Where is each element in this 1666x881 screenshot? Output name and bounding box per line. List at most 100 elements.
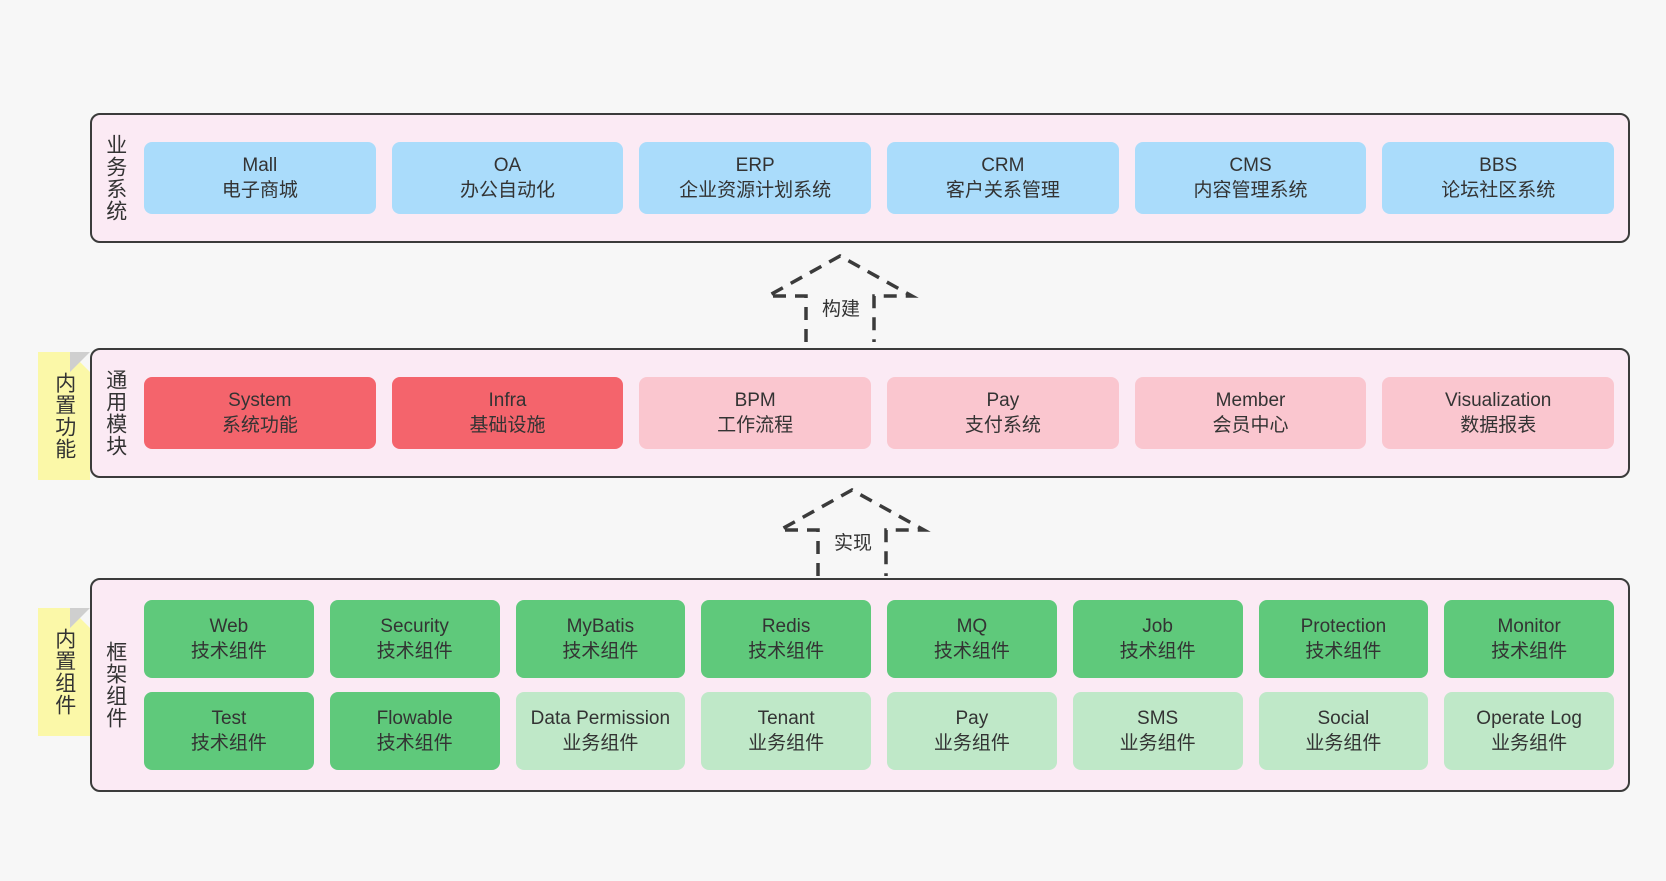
card-mall[interactable]: Mall 电子商城 (144, 142, 376, 214)
card-web[interactable]: Web 技术组件 (144, 600, 314, 678)
card-title: ERP (735, 154, 775, 176)
card-cms[interactable]: CMS 内容管理系统 (1134, 142, 1367, 214)
layer-label-business: 业务系统 (103, 134, 127, 222)
sticky-note-builtin-function: 内置功能 (38, 352, 90, 480)
card-system[interactable]: System 系统功能 (144, 377, 376, 449)
card-title: Job (1142, 615, 1173, 637)
card-subtitle: 业务组件 (933, 733, 1010, 754)
arrow-build-label: 构建 (822, 299, 861, 320)
arrow-build: 构建 (750, 248, 930, 358)
card-subtitle: 技术组件 (376, 641, 453, 662)
card-subtitle: 业务组件 (1491, 733, 1568, 754)
card-subtitle: 业务组件 (1119, 733, 1196, 754)
card-title: Visualization (1445, 389, 1552, 411)
card-social[interactable]: Social 业务组件 (1258, 692, 1429, 770)
card-subtitle: 电子商城 (221, 180, 298, 201)
layer-body-framework: Web 技术组件 Security 技术组件 MyBatis 技术组件 Redi… (138, 580, 1628, 790)
card-title: BPM (734, 389, 776, 411)
card-subtitle: 技术组件 (1119, 641, 1196, 662)
card-title: CRM (981, 154, 1025, 176)
card-title: Member (1215, 389, 1286, 411)
card-subtitle: 系统功能 (221, 415, 298, 436)
card-erp[interactable]: ERP 企业资源计划系统 (639, 142, 872, 214)
card-title: MQ (956, 615, 988, 637)
card-title: Protection (1300, 615, 1387, 637)
card-title: Data Permission (530, 707, 671, 729)
card-subtitle: 支付系统 (964, 415, 1041, 436)
arrow-implement: 实现 (762, 482, 942, 592)
card-pay-component[interactable]: Pay 业务组件 (887, 692, 1057, 770)
card-mybatis[interactable]: MyBatis 技术组件 (515, 600, 686, 678)
sticky-note-label: 内置功能 (52, 372, 76, 460)
card-row: Web 技术组件 Security 技术组件 MyBatis 技术组件 Redi… (144, 600, 1614, 678)
sticky-note-builtin-component: 内置组件 (38, 608, 90, 736)
card-oa[interactable]: OA 办公自动化 (391, 142, 624, 214)
card-bbs[interactable]: BBS 论坛社区系统 (1382, 142, 1615, 214)
card-subtitle: 论坛社区系统 (1441, 180, 1556, 201)
card-subtitle: 业务组件 (748, 733, 825, 754)
card-mq[interactable]: MQ 技术组件 (887, 600, 1057, 678)
layer-business-systems: 业务系统 Mall 电子商城 OA 办公自动化 ERP 企业资源计划系统 CRM… (90, 113, 1630, 243)
layer-framework-components: 框架组件 Web 技术组件 Security 技术组件 MyBatis 技术组件… (90, 578, 1630, 792)
card-title: Pay (986, 389, 1020, 411)
layer-label-common: 通用模块 (103, 369, 127, 457)
card-title: Tenant (757, 707, 815, 729)
card-title: SMS (1137, 707, 1179, 729)
card-title: OA (493, 154, 522, 176)
card-pay[interactable]: Pay 支付系统 (887, 377, 1119, 449)
card-title: Test (211, 707, 247, 729)
layer-body-business: Mall 电子商城 OA 办公自动化 ERP 企业资源计划系统 CRM 客户关系… (138, 115, 1628, 241)
card-subtitle: 技术组件 (190, 641, 267, 662)
card-visualization[interactable]: Visualization 数据报表 (1382, 377, 1615, 449)
card-subtitle: 会员中心 (1212, 415, 1289, 436)
card-operate-log[interactable]: Operate Log 业务组件 (1444, 692, 1614, 770)
card-subtitle: 内容管理系统 (1193, 180, 1308, 201)
card-title: Operate Log (1476, 707, 1582, 729)
card-tenant[interactable]: Tenant 业务组件 (701, 692, 871, 770)
card-title: MyBatis (566, 615, 635, 637)
card-sms[interactable]: SMS 业务组件 (1072, 692, 1243, 770)
layer-label-framework: 框架组件 (103, 641, 127, 729)
card-subtitle: 办公自动化 (460, 180, 556, 201)
card-title: System (228, 389, 292, 411)
card-title: Security (380, 615, 449, 637)
card-test[interactable]: Test 技术组件 (144, 692, 314, 770)
card-subtitle: 技术组件 (376, 733, 453, 754)
card-subtitle: 技术组件 (748, 641, 825, 662)
card-security[interactable]: Security 技术组件 (329, 600, 500, 678)
card-subtitle: 技术组件 (1305, 641, 1382, 662)
card-subtitle: 企业资源计划系统 (679, 180, 832, 201)
card-infra[interactable]: Infra 基础设施 (391, 377, 624, 449)
card-monitor[interactable]: Monitor 技术组件 (1444, 600, 1614, 678)
card-subtitle: 数据报表 (1460, 415, 1537, 436)
card-title: BBS (1479, 154, 1518, 176)
card-title: Mall (242, 154, 278, 176)
card-subtitle: 工作流程 (717, 415, 794, 436)
card-title: Social (1317, 707, 1370, 729)
card-title: CMS (1229, 154, 1272, 176)
card-crm[interactable]: CRM 客户关系管理 (887, 142, 1119, 214)
card-redis[interactable]: Redis 技术组件 (701, 600, 871, 678)
card-row: Test 技术组件 Flowable 技术组件 Data Permission … (144, 692, 1614, 770)
card-job[interactable]: Job 技术组件 (1072, 600, 1243, 678)
card-title: Pay (955, 707, 989, 729)
card-title: Monitor (1497, 615, 1561, 637)
card-subtitle: 基础设施 (469, 415, 546, 436)
card-row: Mall 电子商城 OA 办公自动化 ERP 企业资源计划系统 CRM 客户关系… (144, 142, 1615, 214)
card-title: Flowable (376, 707, 453, 729)
card-protection[interactable]: Protection 技术组件 (1258, 600, 1429, 678)
card-subtitle: 业务组件 (1305, 733, 1382, 754)
card-title: Web (209, 615, 249, 637)
layer-common-modules: 通用模块 System 系统功能 Infra 基础设施 BPM 工作流程 Pay… (90, 348, 1630, 478)
card-subtitle: 客户关系管理 (945, 180, 1060, 201)
card-flowable[interactable]: Flowable 技术组件 (329, 692, 500, 770)
card-bpm[interactable]: BPM 工作流程 (639, 377, 872, 449)
card-data-permission[interactable]: Data Permission 业务组件 (515, 692, 686, 770)
card-member[interactable]: Member 会员中心 (1134, 377, 1367, 449)
sticky-note-label: 内置组件 (52, 628, 76, 716)
card-subtitle: 技术组件 (190, 733, 267, 754)
card-row: System 系统功能 Infra 基础设施 BPM 工作流程 Pay 支付系统… (144, 377, 1615, 449)
card-subtitle: 业务组件 (562, 733, 639, 754)
card-subtitle: 技术组件 (1491, 641, 1568, 662)
